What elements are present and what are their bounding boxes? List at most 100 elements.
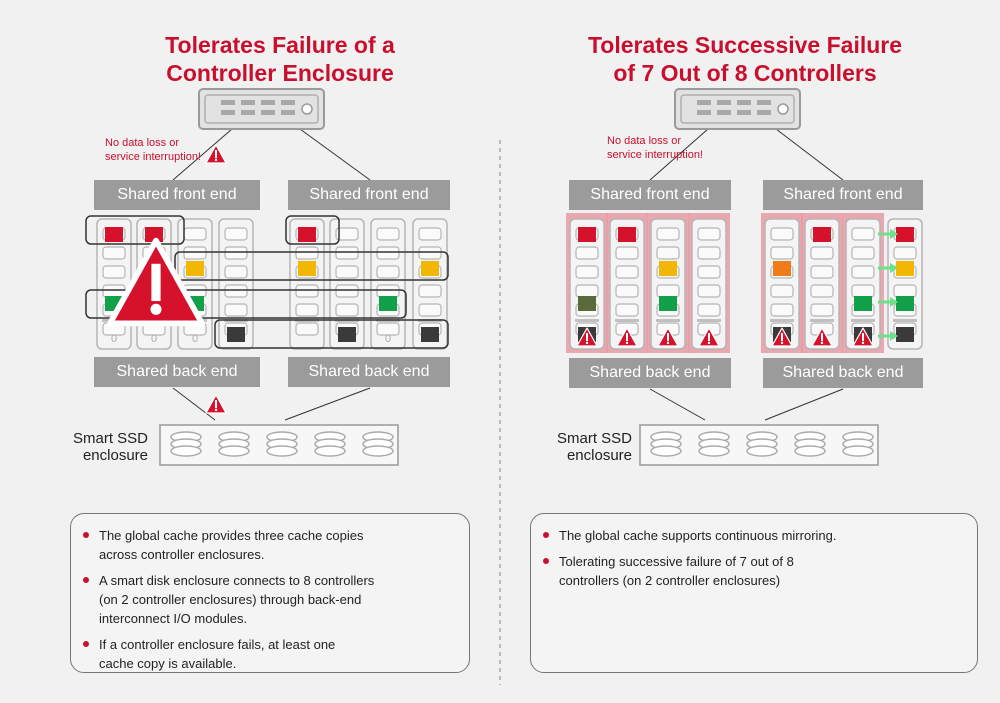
controller-slot xyxy=(575,246,599,260)
controller-slot xyxy=(376,227,400,241)
warning-bar xyxy=(781,333,783,342)
right-note: No data loss or service interruption! xyxy=(607,134,703,162)
controller-rail xyxy=(770,319,794,322)
arrow-right-icon xyxy=(878,297,898,307)
left-connector-line-2 xyxy=(172,387,216,421)
warning-dot xyxy=(820,341,824,345)
cache-copy-group-1 xyxy=(174,251,449,281)
warning-bar xyxy=(626,333,628,342)
cache-block-red xyxy=(813,227,831,242)
controller-slot xyxy=(376,246,400,260)
server-slot xyxy=(737,100,751,105)
right-note-line2: service interruption! xyxy=(607,149,703,161)
controller-slot xyxy=(893,246,917,260)
left-back-end-label-a: Shared back end xyxy=(94,357,260,387)
left-info-panel: The global cache provides three cache co… xyxy=(70,513,470,673)
cache-block-yellow xyxy=(896,261,914,276)
cache-block-green xyxy=(854,296,872,311)
bullet-text-line: If a controller enclosure fails, at leas… xyxy=(99,637,336,652)
bullet-text-line: Tolerating successive failure of 7 out o… xyxy=(559,554,794,569)
cache-block-black xyxy=(421,327,439,342)
controller-number: 0 xyxy=(385,333,391,345)
right-back-end-label-b: Shared back end xyxy=(763,358,923,388)
controller-slot xyxy=(770,284,794,298)
bullet-dot-icon xyxy=(543,532,549,538)
cache-block-green xyxy=(379,296,397,311)
controller-slot xyxy=(851,284,875,298)
right-ssd-label-line2: enclosure xyxy=(566,447,632,464)
warning-icon xyxy=(771,327,793,347)
warning-icon xyxy=(205,144,227,164)
left-title-line2: Controller Enclosure xyxy=(166,60,394,86)
left-bullet-2: If a controller enclosure fails, at leas… xyxy=(71,635,455,673)
server-slot xyxy=(281,100,295,105)
mirror-arrow-head xyxy=(890,331,898,341)
right-connector-line-0 xyxy=(649,128,709,181)
warning-icon xyxy=(852,327,874,347)
warning-icon xyxy=(576,327,598,347)
cache-block-red xyxy=(578,227,596,242)
controller-slot xyxy=(376,265,400,279)
left-note-line2: service interruption! xyxy=(105,151,201,163)
left-title-line1: Tolerates Failure of a xyxy=(165,32,395,58)
left-ssd-label-line2: enclosure xyxy=(82,447,148,464)
server-body xyxy=(198,88,325,130)
warning-bar xyxy=(667,333,669,342)
right-info-panel: The global cache supports continuous mir… xyxy=(530,513,978,673)
mirror-arrow-head xyxy=(890,229,898,239)
warning-icon xyxy=(657,327,679,347)
cache-block-red xyxy=(105,227,123,242)
controller-slot xyxy=(810,246,834,260)
cache-block-red xyxy=(298,227,316,242)
controller-slot xyxy=(224,246,248,260)
controller-rail xyxy=(656,319,680,322)
left-controller-7 xyxy=(412,218,448,350)
disk-stack-icon xyxy=(698,431,730,457)
disk-stack-icon xyxy=(170,431,202,457)
disk-platter xyxy=(218,445,250,457)
right-controller-6 xyxy=(842,213,884,353)
disk-stack-icon xyxy=(650,431,682,457)
cache-block-yellow xyxy=(298,261,316,276)
right-title-line2: of 7 Out of 8 Controllers xyxy=(613,60,877,86)
disk-stack-icon xyxy=(746,431,778,457)
controller-slot xyxy=(418,227,442,241)
controller-slot xyxy=(697,265,721,279)
bullet-dot-icon xyxy=(83,641,89,647)
disk-platter xyxy=(266,445,298,457)
right-front-end-label-b: Shared front end xyxy=(763,180,923,210)
cache-block-yellow xyxy=(186,261,204,276)
cache-block-red xyxy=(145,227,163,242)
cache-block-orange xyxy=(773,261,791,276)
cache-block-black xyxy=(227,327,245,342)
disk-platter xyxy=(170,445,202,457)
warning-icon xyxy=(205,394,227,414)
cache-copy-group-2 xyxy=(85,289,407,319)
controller-slot xyxy=(224,303,248,317)
controller-slot xyxy=(376,284,400,298)
right-ssd-enclosure xyxy=(639,424,879,466)
controller-slot xyxy=(697,227,721,241)
server-slot xyxy=(717,110,731,115)
controller-slot xyxy=(335,284,359,298)
right-front-end-label-a: Shared front end xyxy=(569,180,731,210)
cache-block-yellow xyxy=(659,261,677,276)
warning-icon xyxy=(107,237,205,327)
left-connector-line-3 xyxy=(284,387,371,421)
controller-slot xyxy=(851,227,875,241)
controller-slot xyxy=(102,246,126,260)
bullet-text-line: controllers (on 2 controller enclosures) xyxy=(559,573,781,588)
disk-platter xyxy=(794,445,826,457)
controller-slot xyxy=(656,284,680,298)
controller-slot xyxy=(575,265,599,279)
bullet-dot-icon xyxy=(83,532,89,538)
bullet-dot-icon xyxy=(543,558,549,564)
controller-rail xyxy=(575,319,599,322)
controller-rail xyxy=(615,319,639,322)
mirror-arrow-head xyxy=(890,263,898,273)
right-controller-7 xyxy=(887,218,923,350)
controller-slot xyxy=(810,265,834,279)
warning-dot xyxy=(585,341,589,345)
warning-bar xyxy=(708,333,710,342)
controller-rail xyxy=(810,319,834,322)
